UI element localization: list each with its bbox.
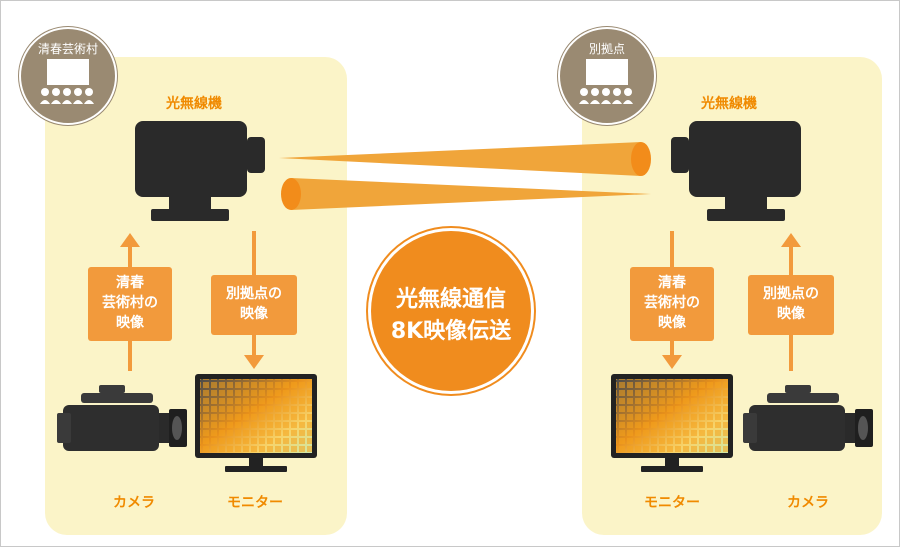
box-line: 芸術村の [102,295,158,311]
box-line: 映像 [116,315,144,331]
right-outgoing-video-box: 別拠点の 映像 [748,275,834,335]
right-camera-icon [743,385,873,451]
right-monitor-icon [611,374,733,472]
left-optical-wireless-device-icon [135,121,265,221]
beam-to-left-site [279,142,641,176]
right-monitor-label: モニター [644,495,700,511]
light-beams [279,142,651,210]
left-monitor-icon [195,374,317,472]
box-line: 別拠点の [763,286,819,302]
circle-line-1: 光無線通信 [395,287,506,312]
circle-line-2: 8K映像伝送 [390,319,512,344]
left-camera-label: カメラ [113,495,155,511]
right-optical-wireless-device-icon [671,121,801,221]
box-line: 映像 [658,315,686,331]
right-incoming-video-box: 清春 芸術村の 映像 [630,267,714,341]
left-site-name: 清春芸術村 [37,42,98,56]
beam-to-right-site [291,178,651,210]
box-line: 清春 [116,275,144,291]
right-site-badge: 別拠点 [558,27,656,125]
left-incoming-video-box: 別拠点の 映像 [211,275,297,335]
box-line: 映像 [777,306,805,322]
optical-transmission-circle: 光無線通信 8K映像伝送 [371,231,531,391]
audience-icon [579,59,633,104]
left-device-label: 光無線機 [166,96,222,112]
box-line: 映像 [240,306,268,322]
right-camera-label: カメラ [787,495,829,511]
right-site-name: 別拠点 [588,42,625,56]
left-monitor-label: モニター [227,495,283,511]
box-line: 芸術村の [644,295,700,311]
right-device-label: 光無線機 [701,96,757,112]
audience-icon [40,59,94,104]
box-line: 別拠点の [226,286,282,302]
box-line: 清春 [658,275,686,291]
left-camera-icon [57,385,187,451]
left-outgoing-video-box: 清春 芸術村の 映像 [88,267,172,341]
left-site-badge: 清春芸術村 [19,27,117,125]
